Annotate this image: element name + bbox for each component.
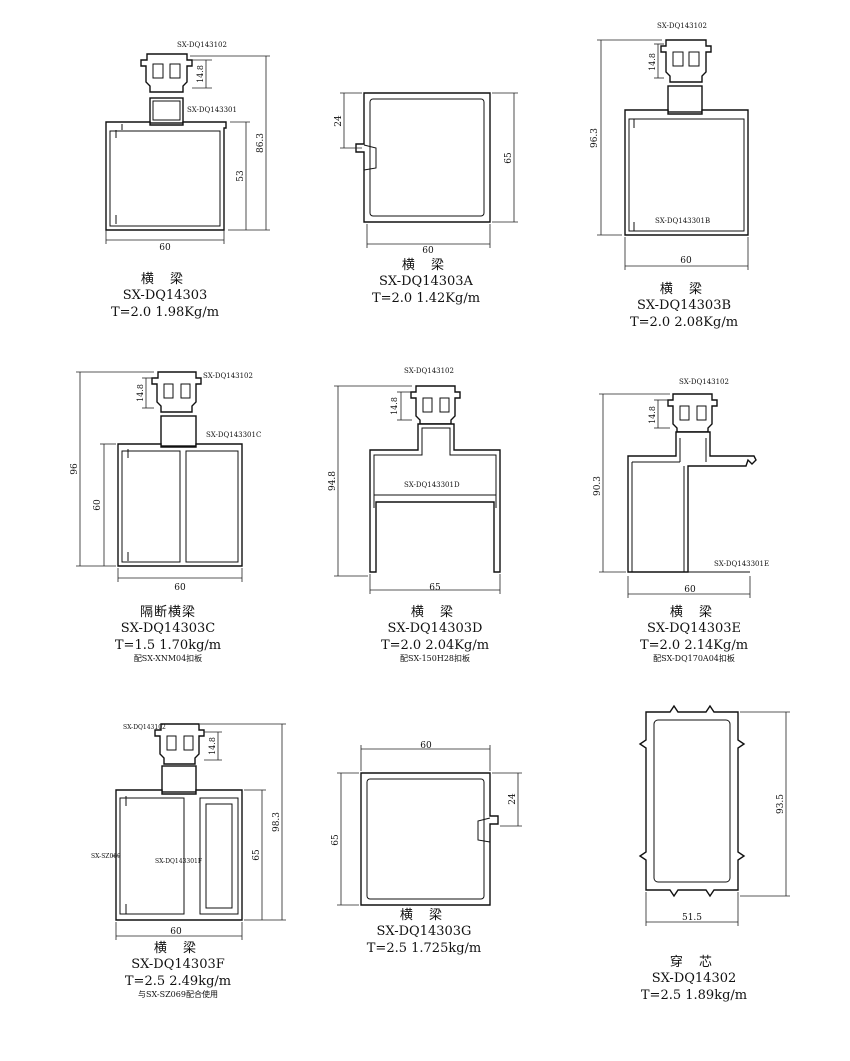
dim-width: 60: [684, 585, 696, 595]
profile-spec: T=2.0 1.42Kg/m: [371, 290, 481, 306]
profile-sx-dq14303-drawing: [105, 53, 270, 244]
profile-name: 横 梁: [399, 908, 449, 923]
profile-name: 横 梁: [401, 258, 451, 273]
caption-sx-dq14303g: 横 梁 SX-DQ14303G T=2.5 1.725kg/m: [354, 908, 494, 957]
part-label: SX-DQ143301: [187, 106, 237, 114]
main-chamber: [105, 121, 227, 231]
profile-code: SX-DQ14303G: [376, 924, 472, 940]
profile-spec: T=1.5 1.70kg/m: [114, 637, 222, 653]
profile-name: 横 梁: [659, 282, 709, 297]
profile-sx-dq14303c-drawing: [76, 371, 243, 582]
part-label: SX-DQ143102: [123, 724, 166, 731]
profile-sx-dq14302-drawing: [638, 704, 790, 926]
dim-strip: 14.8: [648, 406, 657, 424]
neck-box: [149, 97, 184, 124]
part-label: SX-SZ069: [91, 853, 121, 860]
profile-name: 穿 芯: [669, 955, 719, 970]
dim-width: 65: [429, 583, 441, 593]
profile-sx-dq14303d-drawing: [334, 385, 501, 594]
profile-spec: T=2.0 2.08Kg/m: [629, 314, 739, 330]
profile-name: 横 梁: [669, 605, 719, 620]
caption-sx-dq14303b: 横 梁 SX-DQ14303B T=2.0 2.08Kg/m: [614, 282, 754, 331]
profile-sx-dq14303e-drawing: [599, 393, 757, 598]
part-label: SX-DQ143102: [657, 22, 707, 30]
dim-strip: 14.8: [208, 737, 217, 755]
dim-width: 60: [159, 243, 171, 253]
profile-spec: T=2.5 1.89kg/m: [640, 987, 748, 1003]
profile-sx-dq14303b-drawing: [597, 39, 749, 270]
part-label: SX-DQ143102: [404, 367, 454, 375]
thermal-strip: [140, 53, 193, 93]
profile-code: SX-DQ14303D: [387, 621, 483, 637]
part-label: SX-DQ143102: [679, 378, 729, 386]
profile-sx-dq14303f-drawing: [112, 723, 286, 940]
profile-code: SX-DQ14303E: [646, 621, 741, 637]
profile-sx-dq14303a-drawing: [340, 92, 518, 248]
dim-width: 60: [174, 583, 186, 593]
profile-name: 横 梁: [410, 605, 460, 620]
part-label: SX-DQ143102: [177, 41, 227, 49]
profile-spec: T=2.5 2.49kg/m: [124, 973, 232, 989]
dim-height-total: 96.3: [590, 128, 600, 148]
profile-spec: T=2.0 2.04Kg/m: [380, 637, 490, 653]
profile-note: 与SX-SZ069配合使用: [138, 989, 218, 999]
profile-code: SX-DQ14303F: [131, 957, 225, 973]
profile-name: 隔断横梁: [139, 605, 196, 620]
profile-spec: T=2.5 1.725kg/m: [366, 940, 482, 956]
dim-notch: 24: [334, 115, 344, 127]
dim-height-body: 53: [236, 170, 246, 182]
part-label: SX-DQ143301C: [206, 431, 261, 439]
profile-name: 横 梁: [153, 941, 203, 956]
part-label: SX-DQ143301B: [655, 217, 710, 225]
profile-code: SX-DQ14303B: [636, 298, 732, 314]
dim-notch: 24: [508, 793, 518, 805]
profile-code: SX-DQ14303C: [120, 621, 216, 637]
dim-width: 51.5: [682, 913, 702, 923]
profile-sx-dq14303g-drawing: [337, 745, 522, 906]
dim-height: 65: [504, 152, 514, 164]
part-label: SX-DQ143301E: [714, 560, 769, 568]
dim-height-body: 60: [93, 499, 103, 511]
dim-width: 60: [680, 256, 692, 266]
dim-height-total: 96: [70, 463, 80, 475]
profile-spec: T=2.0 1.98Kg/m: [110, 304, 220, 320]
caption-sx-dq14302: 穿 芯 SX-DQ14302 T=2.5 1.89kg/m: [624, 955, 764, 1004]
part-label: SX-DQ143102: [203, 372, 253, 380]
profile-name: 横 梁: [140, 272, 190, 287]
caption-sx-dq14303a: 横 梁 SX-DQ14303A T=2.0 1.42Kg/m: [356, 258, 496, 307]
dim-strip: 14.8: [136, 384, 145, 402]
dim-width: 60: [420, 741, 432, 751]
dim-width: 60: [170, 927, 182, 937]
caption-sx-dq14303: 横 梁 SX-DQ14303 T=2.0 1.98Kg/m: [95, 272, 235, 321]
caption-sx-dq14303d: 横 梁 SX-DQ14303D T=2.0 2.04Kg/m 配SX-150H2…: [365, 605, 505, 664]
part-label: SX-DQ143301D: [404, 481, 460, 489]
part-label: SX-DQ143301F: [155, 858, 202, 865]
dim-height: 93.5: [776, 794, 786, 814]
profile-code: SX-DQ14303: [122, 288, 208, 304]
profile-code: SX-DQ14303A: [379, 274, 473, 290]
caption-sx-dq14303e: 横 梁 SX-DQ14303E T=2.0 2.14Kg/m 配SX-DQ170…: [624, 605, 764, 664]
profile-code: SX-DQ14302: [651, 971, 737, 987]
dim-strip: 14.8: [648, 53, 657, 71]
dim-height-total: 94.8: [328, 471, 338, 491]
dim-height-total: 90.3: [593, 476, 603, 496]
dim-strip: 14.8: [390, 397, 399, 415]
profile-note: 配SX-XNM04扣板: [133, 653, 203, 663]
dim-height-total: 86.3: [256, 133, 266, 153]
dim-strip: 14.8: [196, 65, 205, 83]
profile-spec: T=2.0 2.14Kg/m: [639, 637, 749, 653]
profile-note: 配SX-150H28扣板: [399, 653, 471, 663]
profile-note: 配SX-DQ170A04扣板: [653, 653, 735, 663]
dim-height: 65: [331, 834, 341, 846]
caption-sx-dq14303c: 隔断横梁 SX-DQ14303C T=1.5 1.70kg/m 配SX-XNM0…: [98, 605, 238, 664]
dim-width: 60: [422, 246, 434, 256]
dim-height-body: 65: [252, 849, 262, 861]
dim-height-total: 98.3: [272, 812, 282, 832]
caption-sx-dq14303f: 横 梁 SX-DQ14303F T=2.5 2.49kg/m 与SX-SZ069…: [108, 941, 248, 1000]
